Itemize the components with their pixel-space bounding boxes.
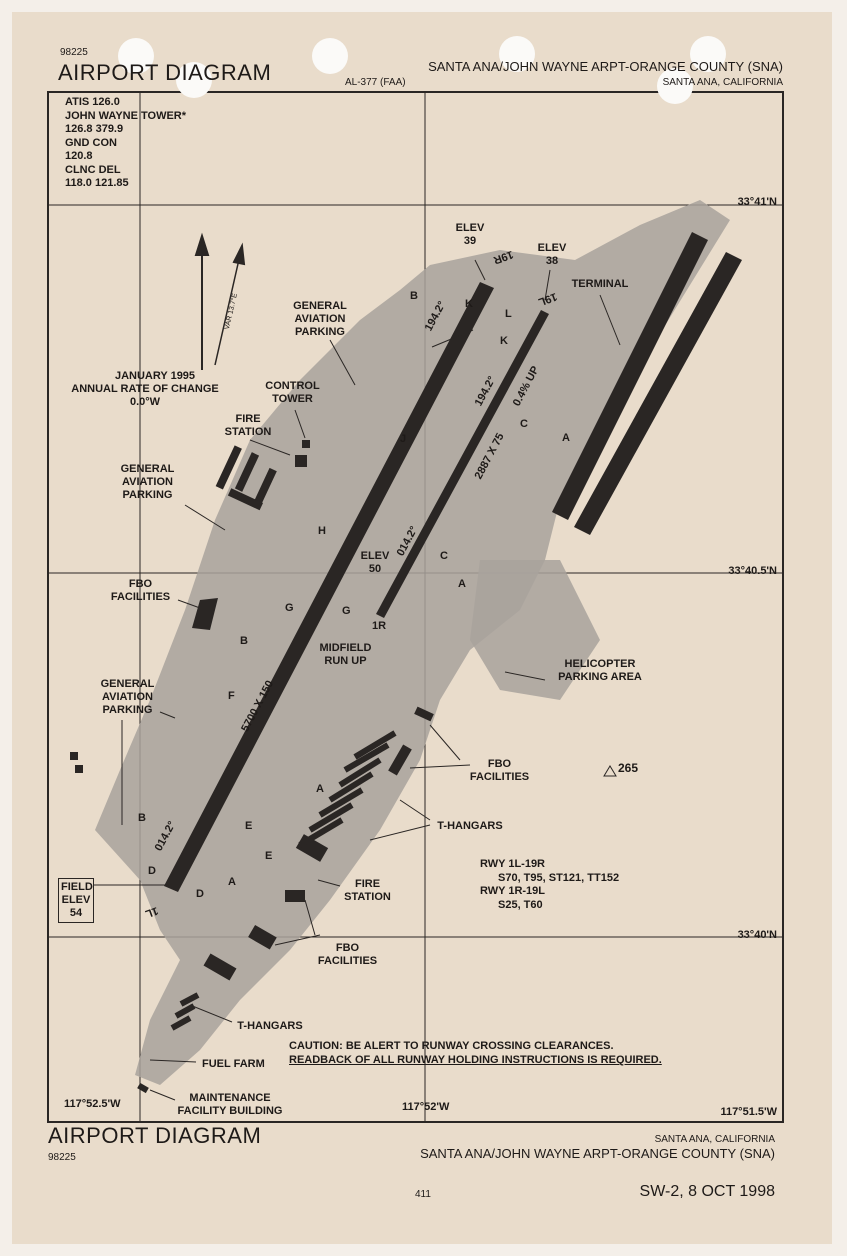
taxiway-label: D	[148, 865, 156, 877]
punch-hole	[657, 68, 693, 104]
freq-gnd-label: GND CON	[65, 136, 117, 149]
taxiway-label: G	[342, 605, 351, 617]
punch-hole	[312, 38, 348, 74]
punch-hole	[690, 36, 726, 72]
label-fbo: FBO FACILITIES	[469, 758, 530, 783]
label-t-hangars: T-HANGARS	[237, 1020, 303, 1032]
punch-hole	[118, 38, 154, 74]
taxiway-label: E	[265, 850, 273, 862]
label-maintenance: MAINTENANCE FACILITY BUILDING	[177, 1092, 283, 1117]
lon-label: 117°52'W	[402, 1101, 450, 1113]
label-ga-parking: GENERAL AVIATION PARKING	[120, 463, 175, 501]
label-t-hangars: T-HANGARS	[437, 820, 503, 832]
taxiway-label: A	[316, 783, 324, 795]
lat-label: 33°41'N	[737, 196, 777, 208]
lat-label: 33°40'N	[737, 929, 777, 941]
city-state: SANTA ANA, CALIFORNIA	[662, 77, 783, 88]
footer-airport-name: SANTA ANA/JOHN WAYNE ARPT-ORANGE COUNTY …	[420, 1146, 775, 1161]
footer-title: AIRPORT DIAGRAM	[48, 1123, 262, 1148]
label-fire-station: FIRE STATION	[224, 413, 272, 438]
page-number: 411	[415, 1189, 431, 1200]
north-arrow	[194, 232, 246, 370]
taxiway-label: K	[465, 298, 473, 310]
punch-hole	[499, 36, 535, 72]
runway-1R-19L	[376, 310, 549, 618]
freq-clnc-label: CLNC DEL	[65, 163, 121, 176]
taxiway-label: F	[228, 690, 235, 702]
taxiway-label: B	[138, 812, 146, 824]
taxiway-area	[95, 200, 730, 1085]
taxiway-label: C	[520, 418, 528, 430]
terminal-building-2	[574, 252, 742, 535]
taxiway-label: B	[240, 635, 248, 647]
chart-frame	[47, 91, 784, 1123]
t-hangar-rows	[170, 730, 397, 1031]
rwy2-label: RWY 1R-19L	[480, 885, 546, 897]
taxiway-label: D	[196, 888, 204, 900]
freq-tower: 126.8 379.9	[65, 123, 124, 135]
label-fuel-farm: FUEL FARM	[202, 1058, 265, 1070]
freq-tower-label: JOHN WAYNE TOWER*	[65, 109, 187, 122]
procedure-id: AL-377 (FAA)	[345, 77, 406, 88]
lon-label: 117°52.5'W	[64, 1098, 121, 1110]
taxiway-label: A	[228, 876, 236, 888]
freq-gnd: 120.8	[65, 150, 93, 162]
caution-line-1: CAUTION: BE ALERT TO RUNWAY CROSSING CLE…	[289, 1040, 614, 1052]
freq-clnc: 118.0 121.85	[65, 177, 129, 189]
label-fbo: FBO FACILITIES	[110, 578, 171, 603]
label-midfield-runup: MIDFIELD RUN UP	[319, 642, 372, 667]
footer-city-state: SANTA ANA, CALIFORNIA	[654, 1134, 775, 1145]
label-control-tower: CONTROL TOWER	[265, 380, 320, 405]
taxiway-label: L	[505, 308, 512, 320]
lat-label: 33°40.5'N	[728, 565, 777, 577]
taxiway-label: A	[458, 578, 466, 590]
mag-var-rate-label: ANNUAL RATE OF CHANGE	[71, 383, 219, 395]
spot-elevation-triangle	[603, 765, 617, 777]
airport-name: SANTA ANA/JOHN WAYNE ARPT-ORANGE COUNTY …	[428, 59, 783, 74]
apron-helicopter	[470, 560, 600, 700]
leader-lines	[88, 259, 621, 1101]
taxiway-label: A	[562, 432, 570, 444]
footer-chart-number: 98225	[48, 1152, 76, 1163]
rwy1-label: RWY 1L-19R	[480, 858, 546, 870]
lon-label: 117°51.5'W	[720, 1106, 777, 1118]
label-terminal: TERMINAL	[571, 278, 629, 290]
label-fire-station: FIRE STATION	[344, 878, 391, 903]
rwy2-strength: S25, T60	[498, 899, 543, 911]
punch-hole	[176, 62, 212, 98]
mag-var-epoch: JANUARY 1995	[114, 370, 196, 382]
taxiway-label: B	[410, 290, 418, 302]
label-ga-parking: GENERAL AVIATION PARKING	[100, 678, 155, 716]
taxiway-label: K	[500, 335, 508, 347]
rwy-end: 1R	[372, 620, 387, 632]
taxiway-label: C	[440, 550, 448, 562]
taxiway-label: J	[400, 433, 407, 445]
taxiway-label: E	[245, 820, 253, 832]
chart-number: 98225	[60, 47, 88, 58]
label-fbo: FBO FACILITIES	[317, 942, 378, 967]
chart-title: AIRPORT DIAGRAM	[58, 60, 272, 85]
runway-1L-19R	[164, 282, 494, 892]
rwy1-strength: S70, T95, ST121, TT152	[498, 872, 620, 884]
terminal-building-1	[552, 232, 708, 520]
label-ga-parking: GENERAL AVIATION PARKING	[293, 300, 347, 338]
spot-elevation: 265	[618, 761, 639, 775]
taxiway-label: G	[285, 602, 294, 614]
frequency-list: ATIS 126.0 JOHN WAYNE TOWER* 126.8 379.9…	[65, 96, 186, 191]
edition: SW-2, 8 OCT 1998	[639, 1183, 775, 1200]
freq-atis: ATIS 126.0	[65, 96, 120, 108]
mag-var-rate: 0.0°W	[129, 396, 161, 408]
caution-line-2: READBACK OF ALL RUNWAY HOLDING INSTRUCTI…	[289, 1054, 662, 1066]
taxiway-label: H	[318, 525, 326, 537]
label-helicopter-parking: HELICOPTER PARKING AREA	[558, 658, 642, 683]
